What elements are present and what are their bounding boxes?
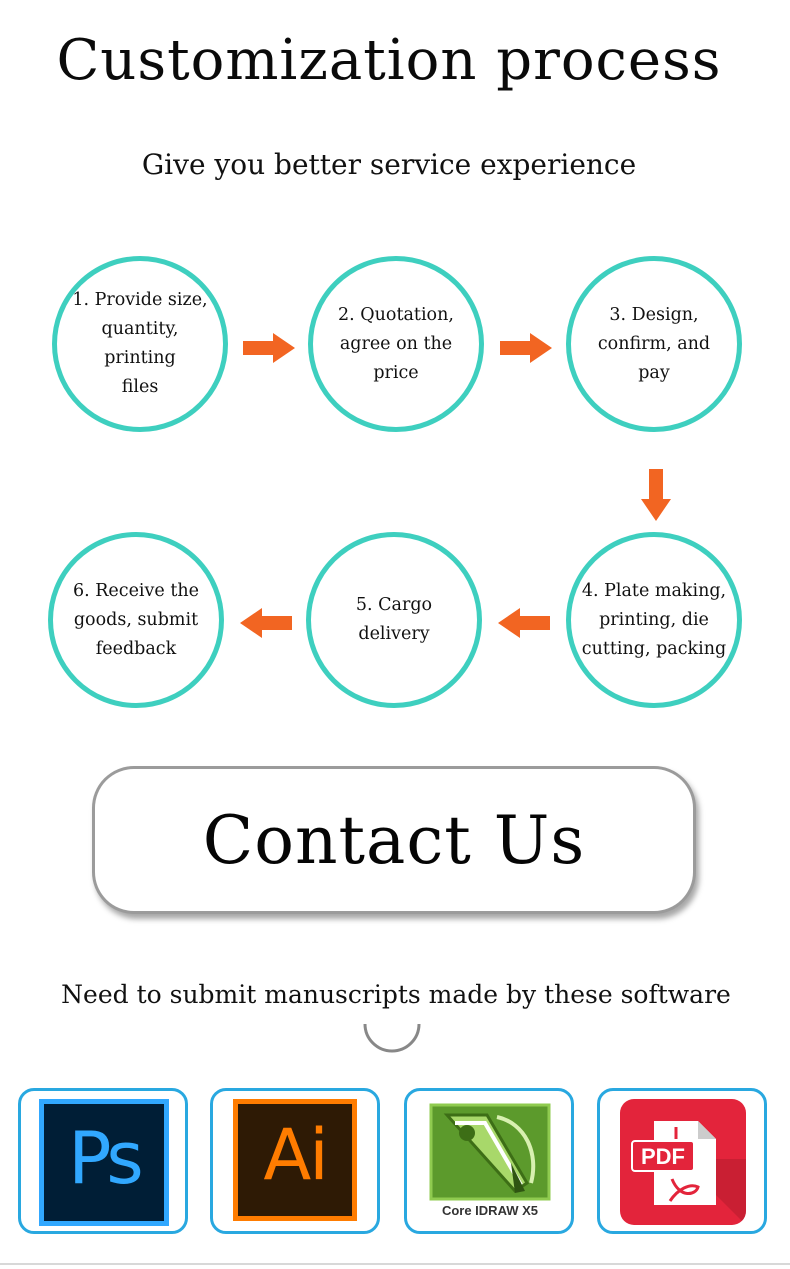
step-2-text: 2. Quotation, agree on the price	[338, 304, 454, 383]
software-tile-illustrator: Ai	[210, 1088, 380, 1234]
step-3-circle: 3. Design, confirm, and pay	[566, 256, 742, 432]
arrow-down-icon	[641, 469, 671, 521]
step-1-text: 1. Provide size, quantity, printing file…	[72, 290, 208, 397]
step-4-text: 4. Plate making, printing, die cutting, …	[581, 580, 727, 659]
arrow-left-icon	[498, 608, 550, 638]
contact-us-label: Contact Us	[202, 801, 586, 879]
photoshop-label: Ps	[68, 1116, 144, 1200]
pdf-label: PDF	[641, 1144, 685, 1169]
step-4-circle: 4. Plate making, printing, die cutting, …	[566, 532, 742, 708]
software-tile-pdf: PDF	[597, 1088, 767, 1234]
step-6-text: 6. Receive the goods, submit feedback	[72, 580, 199, 659]
software-intro-text: Need to submit manuscripts made by these…	[61, 980, 731, 1009]
software-tile-photoshop: Ps	[18, 1088, 188, 1234]
arrow-left-icon	[240, 608, 292, 638]
coreldraw-icon: Core IDRAW X5	[427, 1103, 553, 1223]
illustrator-icon: Ai	[233, 1099, 357, 1221]
contact-us-button[interactable]: Contact Us	[92, 766, 696, 914]
step-5-text: 5. Cargo delivery	[355, 595, 433, 644]
page-subtitle: Give you better service experience	[141, 148, 637, 181]
pdf-icon: PDF	[620, 1099, 746, 1225]
software-tile-coreldraw: Core IDRAW X5	[404, 1088, 574, 1234]
bottom-divider	[0, 1263, 790, 1265]
smile-curve-icon	[363, 1023, 421, 1053]
step-5-circle: 5. Cargo delivery	[306, 532, 482, 708]
arrow-right-icon	[500, 333, 552, 363]
coreldraw-label: Core IDRAW X5	[441, 1203, 539, 1218]
photoshop-icon: Ps	[39, 1099, 169, 1226]
step-3-text: 3. Design, confirm, and pay	[597, 304, 711, 383]
illustrator-label: Ai	[263, 1114, 328, 1196]
step-6-circle: 6. Receive the goods, submit feedback	[48, 532, 224, 708]
step-2-circle: 2. Quotation, agree on the price	[308, 256, 484, 432]
arrow-right-icon	[243, 333, 295, 363]
step-1-circle: 1. Provide size, quantity, printing file…	[52, 256, 228, 432]
page-title: Customization process	[56, 28, 722, 93]
